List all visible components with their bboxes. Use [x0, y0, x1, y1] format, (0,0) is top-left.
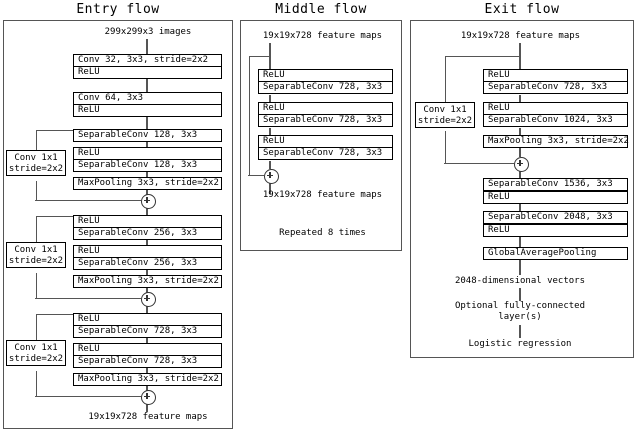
entry-residual-3-bottom	[35, 395, 141, 397]
entry-sum-node-1	[140, 193, 156, 209]
exit-box-relu-4[interactable]: ReLU	[483, 224, 628, 237]
exit-box-maxpool[interactable]: MaxPooling 3x3, stride=2x2	[483, 135, 629, 148]
exit-edge-5	[519, 204, 521, 211]
exit-sum-node	[513, 156, 529, 172]
exit-box-relu-3[interactable]: ReLU	[483, 191, 628, 204]
middle-box-sepconv728-3[interactable]: SeparableConv 728, 3x3	[258, 147, 393, 160]
entry-residual-1-bottom	[35, 199, 141, 201]
entry-output-label: 19x19x728 feature maps	[88, 412, 208, 422]
exit-label-optional-fc-line2: layer(s)	[498, 312, 542, 322]
entry-residual-3-down-a	[35, 314, 37, 340]
entry-box-sepconv728-2[interactable]: SeparableConv 728, 3x3	[73, 355, 222, 368]
entry-edge-5	[146, 190, 148, 195]
middle-residual-side	[248, 56, 250, 175]
entry-shortcut-conv-1-line2: stride=2x2	[8, 164, 64, 174]
exit-edge-7	[519, 260, 521, 275]
middle-edge-2	[269, 128, 271, 135]
exit-residual-bottom	[444, 162, 514, 164]
exit-residual-down-b	[444, 131, 446, 163]
exit-shortcut-conv-1-line2: stride=2x2	[417, 116, 473, 126]
entry-edge-11	[146, 338, 148, 344]
entry-edge-3	[146, 142, 148, 148]
entry-edge-7	[146, 240, 148, 246]
entry-box-sepconv256-2[interactable]: SeparableConv 256, 3x3	[73, 257, 222, 270]
entry-box-sepconv128-1[interactable]: SeparableConv 128, 3x3	[73, 129, 222, 142]
exit-edge-1	[519, 95, 521, 102]
middle-edge-3	[269, 161, 271, 169]
middle-repeat-label: Repeated 8 times	[279, 228, 366, 238]
entry-box-relu-2[interactable]: ReLU	[73, 104, 222, 117]
exit-label-optional-fc-line1: Optional fully-connected	[454, 301, 586, 311]
middle-flow-title: Middle flow	[275, 2, 367, 17]
entry-box-maxpool-1[interactable]: MaxPooling 3x3, stride=2x2	[73, 177, 222, 190]
exit-edge-9	[519, 325, 521, 338]
exit-residual-down-a	[444, 56, 446, 102]
exit-box-sepconv1024[interactable]: SeparableConv 1024, 3x3	[483, 114, 628, 127]
exit-box-global-average-pooling[interactable]: GlobalAveragePooling	[483, 247, 628, 260]
exit-box-sepconv2048[interactable]: SeparableConv 2048, 3x3	[483, 211, 628, 224]
exit-flow-title: Exit flow	[484, 2, 560, 17]
entry-residual-3-down-b	[35, 371, 37, 396]
entry-shortcut-conv-1[interactable]: Conv 1x1 stride=2x2	[6, 150, 66, 176]
entry-shortcut-conv-3-line1: Conv 1x1	[14, 343, 58, 353]
exit-edge-8	[519, 288, 521, 301]
middle-residual-bottom	[248, 174, 264, 176]
exit-residual-top	[445, 56, 520, 58]
entry-box-maxpool-2[interactable]: MaxPooling 3x3, stride=2x2	[73, 275, 222, 288]
entry-edge-6	[146, 207, 148, 216]
entry-shortcut-conv-3[interactable]: Conv 1x1 stride=2x2	[6, 340, 66, 366]
entry-residual-2-down-b	[35, 273, 37, 298]
middle-sum-node	[263, 168, 279, 184]
entry-sum-node-3	[140, 389, 156, 405]
exit-shortcut-conv-1[interactable]: Conv 1x1 stride=2x2	[415, 102, 475, 128]
entry-residual-1-down-b	[35, 181, 37, 200]
entry-edge-input	[146, 39, 148, 54]
middle-edge-output	[269, 182, 271, 194]
entry-edge-13	[146, 386, 148, 391]
exit-label-logistic-regression: Logistic regression	[468, 339, 572, 349]
entry-shortcut-conv-2-line1: Conv 1x1	[14, 245, 58, 255]
exit-edge-6	[519, 237, 521, 247]
entry-shortcut-conv-3-line2: stride=2x2	[8, 354, 64, 364]
entry-residual-2-down-a	[35, 216, 37, 242]
exit-label-vectors: 2048-dimensional vectors	[454, 276, 586, 286]
entry-edge-10	[146, 305, 148, 314]
exit-box-sepconv1536[interactable]: SeparableConv 1536, 3x3	[483, 178, 628, 191]
middle-edge-1	[269, 95, 271, 102]
entry-flow-title: Entry flow	[76, 2, 160, 17]
exit-box-sepconv728[interactable]: SeparableConv 728, 3x3	[483, 81, 628, 94]
middle-input-label: 19x19x728 feature maps	[262, 31, 383, 41]
exit-edge-4	[519, 169, 521, 178]
entry-input-label: 299x299x3 images	[104, 27, 192, 37]
entry-sum-node-2	[140, 291, 156, 307]
entry-box-sepconv256-1[interactable]: SeparableConv 256, 3x3	[73, 227, 222, 240]
entry-box-maxpool-3[interactable]: MaxPooling 3x3, stride=2x2	[73, 373, 222, 386]
entry-edge-9	[146, 288, 148, 293]
entry-edge-12	[146, 368, 148, 374]
entry-box-relu-1[interactable]: ReLU	[73, 66, 222, 79]
entry-edge-14	[146, 403, 148, 412]
entry-edge-2	[146, 117, 148, 130]
entry-residual-1-down-a	[35, 130, 37, 150]
entry-edge-4	[146, 172, 148, 178]
exit-input-label: 19x19x728 feature maps	[460, 31, 581, 41]
entry-shortcut-conv-1-line1: Conv 1x1	[14, 153, 58, 163]
entry-box-sepconv728-1[interactable]: SeparableConv 728, 3x3	[73, 325, 222, 338]
entry-shortcut-conv-2[interactable]: Conv 1x1 stride=2x2	[6, 242, 66, 268]
middle-box-sepconv728-1[interactable]: SeparableConv 728, 3x3	[258, 81, 393, 94]
entry-residual-2-bottom	[35, 297, 141, 299]
entry-box-sepconv128-2[interactable]: SeparableConv 128, 3x3	[73, 159, 222, 172]
exit-edge-2	[519, 128, 521, 135]
middle-residual-top	[249, 56, 270, 58]
entry-edge-1	[146, 79, 148, 92]
middle-output-label: 19x19x728 feature maps	[262, 190, 383, 200]
entry-shortcut-conv-2-line2: stride=2x2	[8, 256, 64, 266]
exit-edge-3	[519, 148, 521, 157]
exit-shortcut-conv-1-line1: Conv 1x1	[423, 105, 467, 115]
entry-edge-8	[146, 270, 148, 276]
middle-box-sepconv728-2[interactable]: SeparableConv 728, 3x3	[258, 114, 393, 127]
